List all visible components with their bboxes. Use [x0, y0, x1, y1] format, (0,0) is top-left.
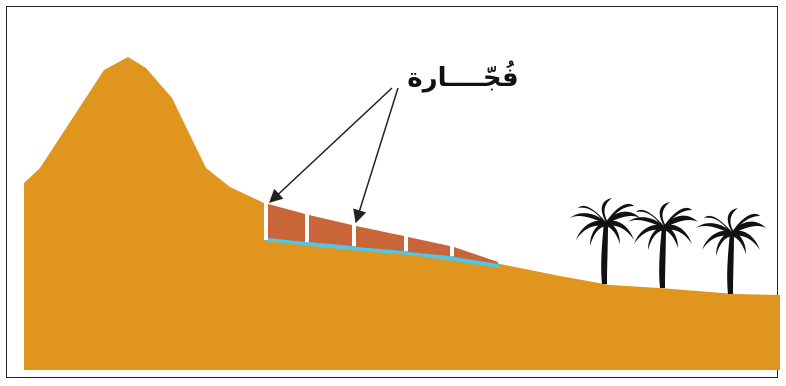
shaft-gap: [352, 224, 356, 246]
masonry-block: [309, 215, 352, 246]
shaft-gap: [404, 235, 408, 251]
palm-tree-icon: [570, 198, 640, 284]
pointer-arrow: [270, 88, 392, 202]
gallery-mouth: [264, 200, 268, 240]
palm-tree-icon: [628, 202, 698, 288]
pointer-arrow: [356, 88, 398, 222]
shaft-gap: [305, 212, 309, 242]
palm-tree-icon: [696, 208, 766, 294]
terrain: [24, 57, 780, 370]
shaft-gap: [450, 245, 454, 256]
masonry-block: [268, 204, 305, 242]
masonry-block: [356, 226, 404, 251]
fuggara-label: فُجّــــارة: [388, 58, 538, 98]
